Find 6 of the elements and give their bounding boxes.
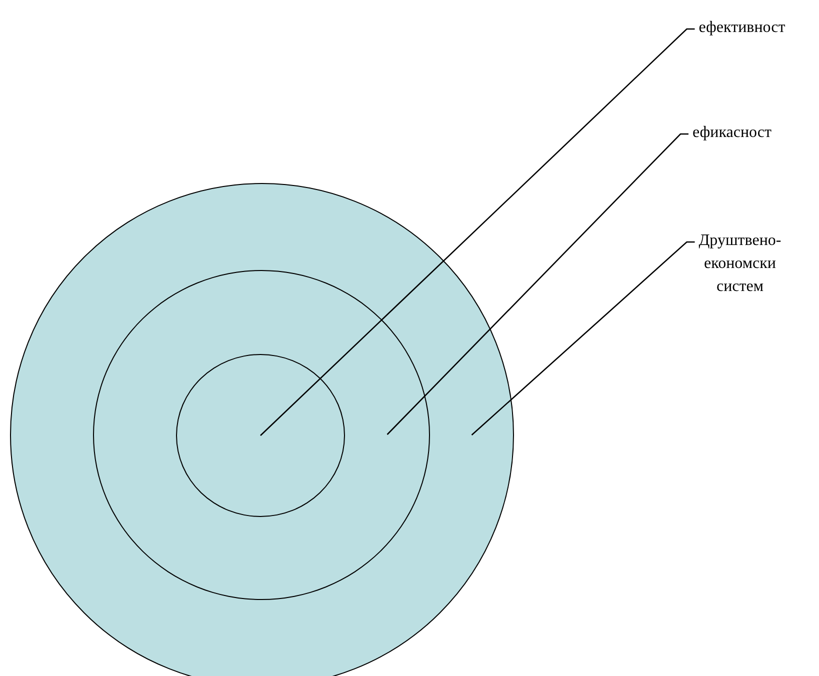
circle-label: ефективност [668, 16, 816, 39]
leader-line [471, 241, 695, 436]
circle-label: Друштвено-економски систем [684, 229, 796, 298]
circle-label: ефикасност [678, 121, 786, 144]
leader-line [260, 28, 695, 436]
leader-line [386, 133, 688, 435]
